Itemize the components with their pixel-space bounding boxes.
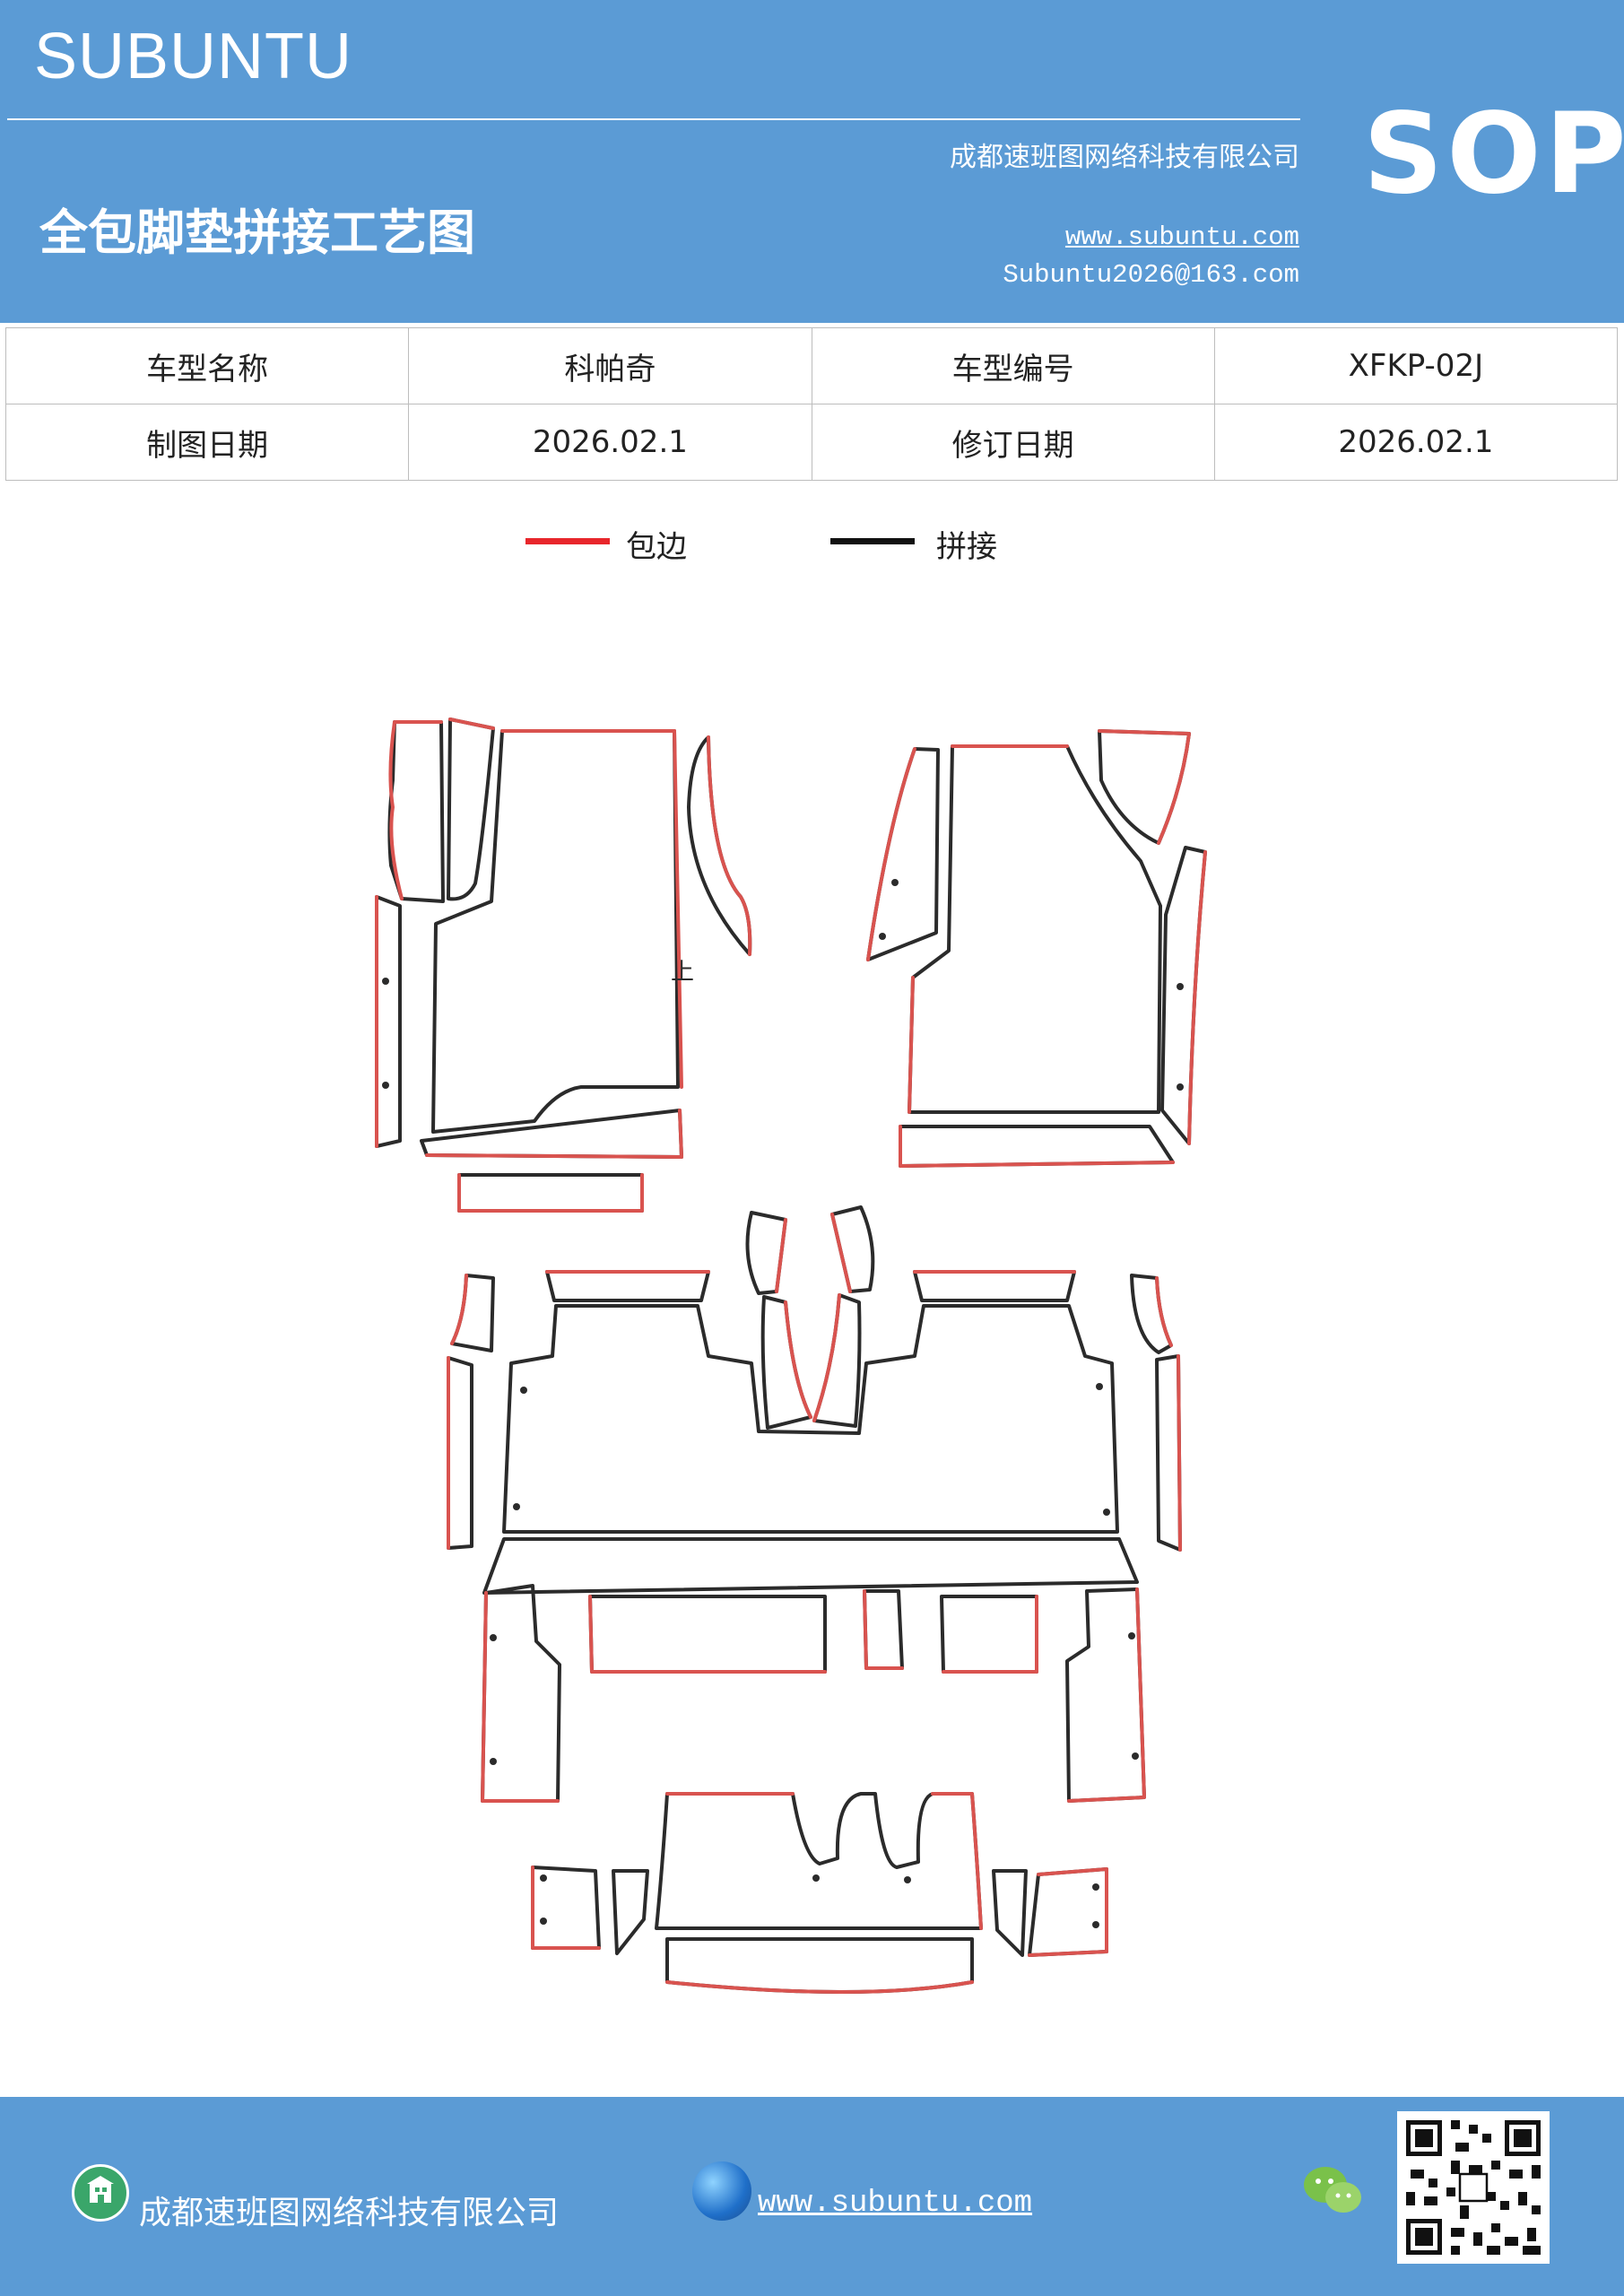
- up-direction-mark: 上: [671, 959, 694, 986]
- legend: 包边 拼接: [0, 520, 1624, 574]
- mat-second-row-side-right: [1155, 1354, 1182, 1552]
- mat-rear-right-strip: [992, 1869, 1028, 1957]
- brand-name: SUBUNTU: [34, 21, 353, 92]
- building-icon: [72, 2164, 129, 2222]
- table-row: 制图日期 2026.02.1 修订日期 2026.02.1: [4, 404, 1619, 481]
- mat-tunnel-left: [745, 1211, 787, 1295]
- mat-rear-left-strip: [612, 1869, 649, 1955]
- value-drawing-date: 2026.02.1: [408, 404, 812, 481]
- globe-icon: [692, 2161, 751, 2221]
- website-link[interactable]: www.subuntu.com: [1064, 222, 1299, 252]
- document-title: 全包脚垫拼接工艺图: [39, 204, 475, 261]
- mat-second-row-flap-right: [913, 1270, 1076, 1302]
- legend-label-edging: 包边: [626, 529, 687, 565]
- mat-front-right-side: [1160, 846, 1207, 1145]
- mat-front-right-bottom: [899, 1125, 1175, 1168]
- mat-third-row-pad-b: [863, 1589, 904, 1670]
- label-drawing-date: 制图日期: [4, 404, 410, 481]
- legend-label-seam: 拼接: [936, 529, 997, 565]
- mat-front-left-bottom: [420, 1109, 683, 1159]
- mat-front-right-main: [908, 744, 1162, 1114]
- label-model-code: 车型编号: [811, 327, 1215, 404]
- mat-front-left-main: [431, 729, 680, 1134]
- contact-email: Subuntu2026@163.com: [1003, 260, 1299, 290]
- footer-banner: 成都速班图网络科技有限公司 www.subuntu.com: [0, 2097, 1624, 2296]
- mat-front-left-heel: [457, 1173, 644, 1213]
- mat-rear-bar: [665, 1937, 974, 1994]
- mat-second-row-side-left: [447, 1356, 473, 1550]
- mat-third-row-pad-c: [940, 1595, 1038, 1674]
- mat-third-row-right: [1065, 1587, 1146, 1803]
- table-row: 车型名称 科帕奇 车型编号 XFKP-02J: [4, 327, 1619, 404]
- header-divider: [7, 118, 1300, 120]
- label-model-name: 车型名称: [4, 327, 410, 404]
- mat-tunnel-right: [830, 1205, 875, 1293]
- label-revision-date: 修订日期: [811, 404, 1215, 481]
- value-model-name: 科帕奇: [408, 327, 812, 404]
- footer-website-link[interactable]: www.subuntu.com: [758, 2187, 1033, 2221]
- footer-company-name: 成都速班图网络科技有限公司: [139, 2195, 560, 2231]
- mat-second-row-strip-left: [450, 1274, 495, 1352]
- sop-badge: SOP: [1363, 90, 1624, 219]
- mat-second-row-main: [502, 1304, 1119, 1534]
- mat-third-row-pad-a: [588, 1595, 827, 1674]
- floor-mat-diagram: 上: [375, 718, 1207, 1994]
- vehicle-info-table: 车型名称 科帕奇 车型编号 XFKP-02J 制图日期 2026.02.1 修订…: [4, 327, 1619, 481]
- header-banner: SUBUNTU 成都速班图网络科技有限公司 全包脚垫拼接工艺图 www.subu…: [0, 0, 1624, 323]
- mat-third-row-left: [481, 1584, 561, 1803]
- wechat-icon[interactable]: [1300, 2161, 1367, 2219]
- mat-rear-main: [655, 1792, 983, 1930]
- qr-code[interactable]: [1397, 2111, 1550, 2264]
- mat-third-row-bar: [482, 1537, 1139, 1595]
- mat-front-left-strip-b: [447, 718, 495, 901]
- mat-second-row-flap-left: [545, 1270, 710, 1302]
- company-name: 成都速班图网络科技有限公司: [950, 142, 1299, 173]
- legend-swatch-edging: [525, 538, 610, 544]
- mat-rear-right-flap: [1028, 1867, 1108, 1957]
- value-model-code: XFKP-02J: [1213, 327, 1619, 404]
- value-revision-date: 2026.02.1: [1213, 404, 1619, 481]
- mat-second-row-strip-right: [1130, 1274, 1173, 1354]
- mat-front-left-side: [375, 895, 402, 1148]
- legend-swatch-seam: [830, 538, 915, 544]
